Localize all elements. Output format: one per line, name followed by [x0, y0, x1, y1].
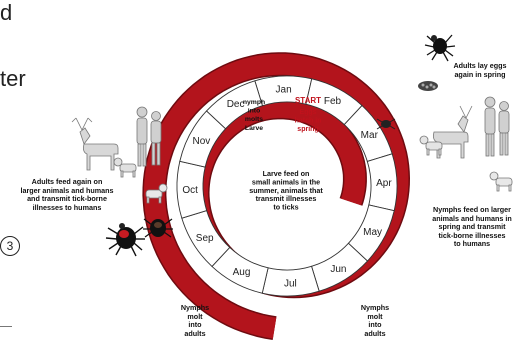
- deer-icon: [71, 117, 119, 171]
- month-label-oct: Oct: [182, 185, 198, 196]
- annotation-nymphs-molt-left: Nymphs molt into adults: [180, 303, 210, 338]
- annotation-nymphs-molt-right: Nymphs molt into adults: [360, 303, 390, 338]
- month-label-sep: Sep: [196, 233, 214, 244]
- slide-fragment-top: d: [0, 0, 13, 25]
- month-ring: [176, 75, 398, 297]
- annotation-adults-feed: Adults feed again on larger animals and …: [20, 177, 114, 212]
- month-label-nov: Nov: [193, 136, 211, 147]
- slide-fragment-circled-number: 3: [0, 236, 20, 256]
- month-label-jul: Jul: [284, 278, 297, 289]
- family-icon: [136, 106, 162, 167]
- dog-icon: [113, 157, 137, 178]
- month-label-aug: Aug: [233, 267, 251, 278]
- icons: [71, 34, 513, 257]
- dog-icon: [419, 135, 443, 156]
- circled-number-text: 3: [6, 239, 14, 253]
- tick-icon: [105, 223, 145, 257]
- month-label-feb: Feb: [324, 96, 342, 107]
- family-icon: [484, 96, 510, 157]
- month-segment-dec: [205, 80, 264, 130]
- tick-icon: [424, 34, 456, 62]
- annotation-nymphs-feed: Nymphs feed on larger animals and humans…: [432, 205, 512, 249]
- month-label-mar: Mar: [361, 130, 379, 141]
- slide-fragment-underline: [0, 326, 12, 327]
- dog-icon: [489, 171, 513, 192]
- dog-icon: [145, 183, 168, 204]
- month-label-jan: Jan: [276, 85, 292, 96]
- month-label-dec: Dec: [227, 99, 245, 110]
- start-label: START: [295, 96, 321, 105]
- month-label-jun: Jun: [330, 264, 346, 275]
- month-label-may: May: [363, 227, 382, 238]
- annotation-adults-lay-eggs: Adults lay eggs again in spring: [453, 61, 507, 79]
- egg-cluster-icon: [418, 81, 438, 91]
- deer-icon: [433, 105, 473, 159]
- month-label-apr: Apr: [376, 178, 392, 189]
- tick-icon: [376, 118, 396, 130]
- slide-fragment-middle: ter: [0, 66, 26, 91]
- tick-icon: [143, 218, 173, 238]
